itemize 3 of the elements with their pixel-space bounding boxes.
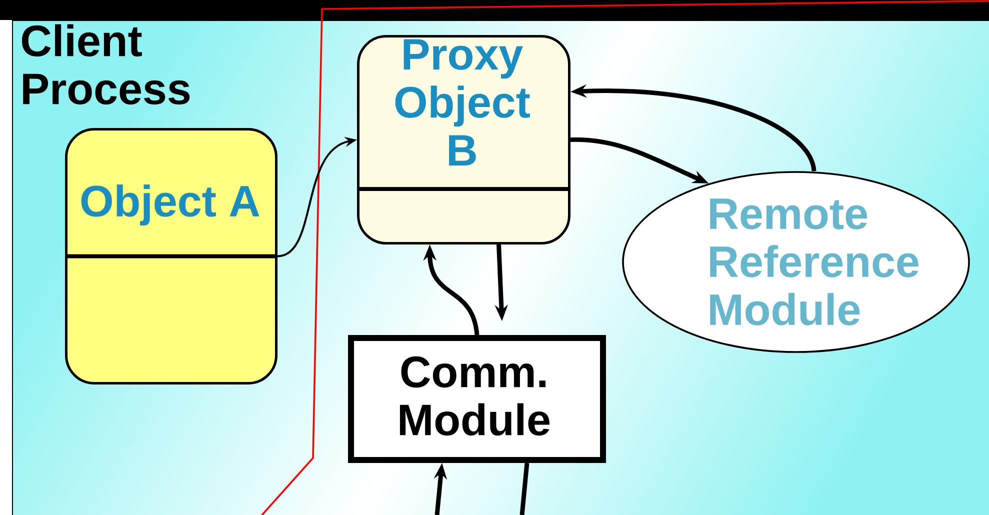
module-box: Comm. Module: [348, 335, 606, 463]
object-box: Object A: [65, 128, 278, 384]
proxy-box: Proxy Object B: [357, 35, 570, 244]
